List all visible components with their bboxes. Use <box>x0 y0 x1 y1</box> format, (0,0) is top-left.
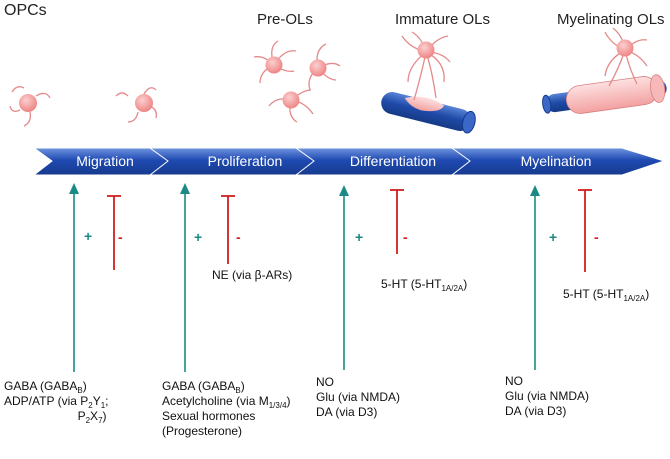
promoter-item: ADP/ATP (via P2Y1; <box>4 394 109 410</box>
promoter-list-differentiation: NO Glu (via NMDA) DA (via D3) <box>316 375 400 420</box>
promoter-list-proliferation: GABA (GABAB) Acetylcholine (via M1/3/4) … <box>162 379 291 439</box>
inhibit-bar-migration <box>107 195 121 270</box>
promote-arrow-differentiation <box>339 185 349 370</box>
stage-title-pre-ols: Pre-OLs <box>257 11 313 28</box>
promoter-item: (Progesterone) <box>162 424 243 438</box>
process-label-proliferation: Proliferation <box>208 153 283 169</box>
inhibit-bar-differentiation <box>390 189 404 254</box>
minus-sign-migration: - <box>118 229 123 245</box>
inhibit-bar-myelination <box>578 189 592 272</box>
inhibit-bar-proliferation <box>221 195 235 264</box>
plus-sign-differentiation: + <box>355 229 363 245</box>
plus-sign-myelination: + <box>549 229 557 245</box>
promoter-item: DA (via D3) <box>505 404 567 418</box>
promoter-item: Glu (via NMDA) <box>505 389 590 403</box>
myelinating-ol-icon <box>542 27 667 114</box>
process-label-myelination: Myelination <box>521 153 592 169</box>
promoter-item: NO <box>505 374 523 388</box>
immature-ol-icon <box>381 31 476 134</box>
promoter-item: GABA (GABAB) <box>4 379 87 395</box>
promote-arrow-proliferation <box>180 183 190 372</box>
opc-cell-icon <box>115 87 158 123</box>
promoter-item: Glu (via NMDA) <box>316 390 401 404</box>
promoter-item: Acetylcholine (via M1/3/4) <box>162 394 291 410</box>
promoter-item: GABA (GABAB) <box>162 379 245 395</box>
minus-sign-differentiation: - <box>403 229 408 245</box>
promoter-item: Sexual hormones <box>162 409 256 423</box>
inhibitor-label-differentiation: 5-HT (5-HT1A/2A) <box>381 277 468 293</box>
process-label-differentiation: Differentiation <box>350 153 436 169</box>
plus-sign-proliferation: + <box>194 229 202 245</box>
promote-arrow-migration <box>69 183 79 372</box>
process-arrow-band <box>32 147 666 176</box>
minus-sign-myelination: - <box>594 229 599 245</box>
promoter-list-myelination: NO Glu (via NMDA) DA (via D3) <box>505 374 589 419</box>
inhibitor-label-proliferation: NE (via β-ARs) <box>212 268 293 282</box>
chevron-myelination <box>450 147 666 176</box>
pre-ol-cells-icon <box>253 40 341 123</box>
stage-title-opcs: OPCs <box>4 2 47 19</box>
stage-title-immature-ols: Immature OLs <box>395 11 491 28</box>
stage-title-myelinating-ols: Myelinating OLs <box>557 11 665 28</box>
promoter-item: DA (via D3) <box>316 405 378 419</box>
promoter-item: P2X7) <box>77 409 107 425</box>
promoter-item: NO <box>316 375 334 389</box>
plus-sign-migration: + <box>84 228 92 244</box>
promoter-list-migration: GABA (GABAB) ADP/ATP (via P2Y1; P2X7) <box>4 379 109 425</box>
minus-sign-proliferation: - <box>236 229 241 245</box>
opc-cell-icon <box>9 86 51 127</box>
promote-arrow-myelination <box>530 185 540 370</box>
process-label-migration: Migration <box>76 153 134 169</box>
inhibitor-label-myelination: 5-HT (5-HT1A/2A) <box>563 287 650 303</box>
